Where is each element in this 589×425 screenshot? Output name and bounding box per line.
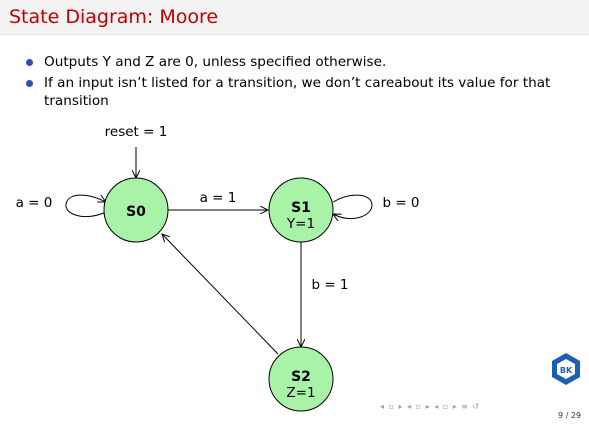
- bullet-text: Outputs Y and Z are 0, unless specified …: [44, 54, 387, 70]
- bullet-dot-icon: [26, 59, 33, 66]
- title-bar: State Diagram: Moore: [0, 0, 589, 35]
- state-s2: S2 Z=1: [268, 346, 334, 412]
- s0-to-s1-label: a = 1: [200, 190, 237, 206]
- nav-prev-icon[interactable]: ◂ ▫ ▸: [380, 402, 404, 411]
- nav-subsection-icon[interactable]: ◂ ▫ ▸: [434, 402, 458, 411]
- s1-loop-label: b = 0: [382, 195, 419, 211]
- logo-text: BK: [560, 366, 573, 375]
- s1-to-s2-label: b = 1: [311, 277, 348, 293]
- state-s2-name: S2: [291, 369, 311, 385]
- s0-self-loop: [65, 194, 106, 217]
- state-s1-name: S1: [291, 200, 311, 216]
- bullet-dot-icon: [26, 80, 33, 87]
- state-s1-output: Y=1: [286, 216, 315, 232]
- beamer-navigation[interactable]: ◂ ▫ ▸ ◂ ▫ ▸ ◂ ▫ ▸ ≡ ↺: [380, 402, 480, 411]
- slide-title: State Diagram: Moore: [9, 6, 219, 28]
- state-s0: S0: [103, 177, 169, 243]
- bullet-list: Outputs Y and Z are 0, unless specified …: [26, 53, 586, 113]
- nav-section-icon[interactable]: ◂ ▫ ▸: [407, 402, 431, 411]
- state-s0-name: S0: [126, 204, 146, 220]
- nav-search-icon[interactable]: ≡ ↺: [461, 402, 481, 411]
- bullet-item: If an input isn’t listed for a transitio…: [26, 74, 586, 110]
- state-s2-output: Z=1: [286, 385, 315, 401]
- s2-to-s0-arrow: [162, 234, 279, 355]
- bullet-item: Outputs Y and Z are 0, unless specified …: [26, 53, 586, 71]
- state-s1: S1 Y=1: [268, 177, 334, 243]
- university-logo: BK: [552, 353, 580, 385]
- page-number: 9 / 29: [558, 411, 582, 420]
- s0-loop-label: a = 0: [16, 195, 53, 211]
- s1-self-loop: [333, 194, 373, 218]
- reset-label: reset = 1: [105, 124, 168, 140]
- bullet-text: If an input isn’t listed for a transitio…: [44, 75, 551, 109]
